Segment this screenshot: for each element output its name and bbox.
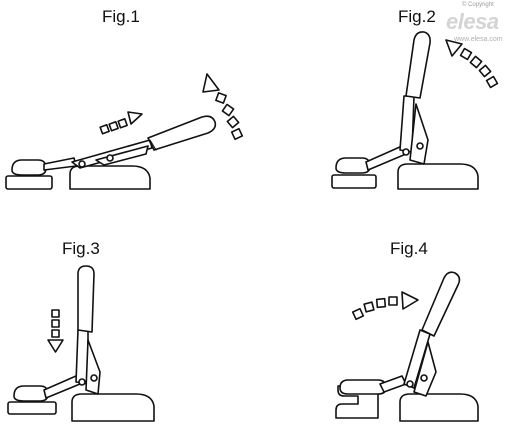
pivot-pin [78, 378, 86, 386]
lever-handle [405, 31, 431, 99]
figure-4-clamp [335, 271, 479, 422]
spindle-bar [379, 375, 407, 393]
motion-arrow-rotation [351, 291, 419, 321]
pivot-pin [106, 154, 114, 162]
figure-1-clamp [5, 73, 244, 190]
motion-arrow-rotation [202, 73, 244, 141]
figure-3-label: Fig.3 [62, 239, 100, 258]
pivot-pin [402, 148, 410, 156]
lever-handle [421, 271, 461, 337]
clamp-arm [71, 139, 153, 169]
clamp-base [399, 393, 479, 422]
figure-2-clamp [331, 31, 499, 190]
watermark-brand-logo: elesa [446, 9, 499, 34]
lever-handle [147, 115, 217, 151]
motion-arrow-rotation [445, 39, 499, 89]
clamp-base [397, 163, 479, 190]
handle-collar-line [149, 139, 157, 151]
lever-handle [77, 265, 95, 333]
spindle-pad [339, 379, 387, 395]
clamp-base [71, 393, 155, 422]
spindle-pad [335, 157, 371, 174]
handle-collar-line [77, 329, 93, 333]
figure-1-label: Fig.1 [102, 7, 140, 26]
handle-collar-line [421, 329, 435, 337]
pivot-pin [416, 142, 424, 150]
pivot-pin [90, 374, 98, 382]
figure-4-label: Fig.4 [390, 239, 428, 258]
clamp-base [69, 165, 151, 190]
motion-arrow-lever [99, 111, 143, 135]
clamp-link [413, 341, 437, 397]
handle-collar-line [405, 95, 421, 99]
watermark-url: www.elesa.com [454, 36, 503, 43]
workpiece-block [7, 401, 57, 415]
workpiece-block [331, 174, 377, 189]
figure-2-label: Fig.2 [398, 7, 436, 26]
workpiece-block [5, 175, 53, 190]
pivot-pin [78, 160, 86, 168]
clamp-link [85, 339, 101, 395]
spindle-pad [11, 159, 47, 176]
pivot-pin [406, 380, 414, 388]
spindle-bar [43, 375, 81, 399]
clamp-link [409, 103, 429, 165]
figure-3-clamp [7, 265, 155, 422]
spindle-pad [13, 385, 49, 402]
pivot-pin [420, 374, 428, 382]
watermark-copyright: © Copyright [462, 2, 494, 8]
motion-arrow-down [47, 309, 64, 353]
